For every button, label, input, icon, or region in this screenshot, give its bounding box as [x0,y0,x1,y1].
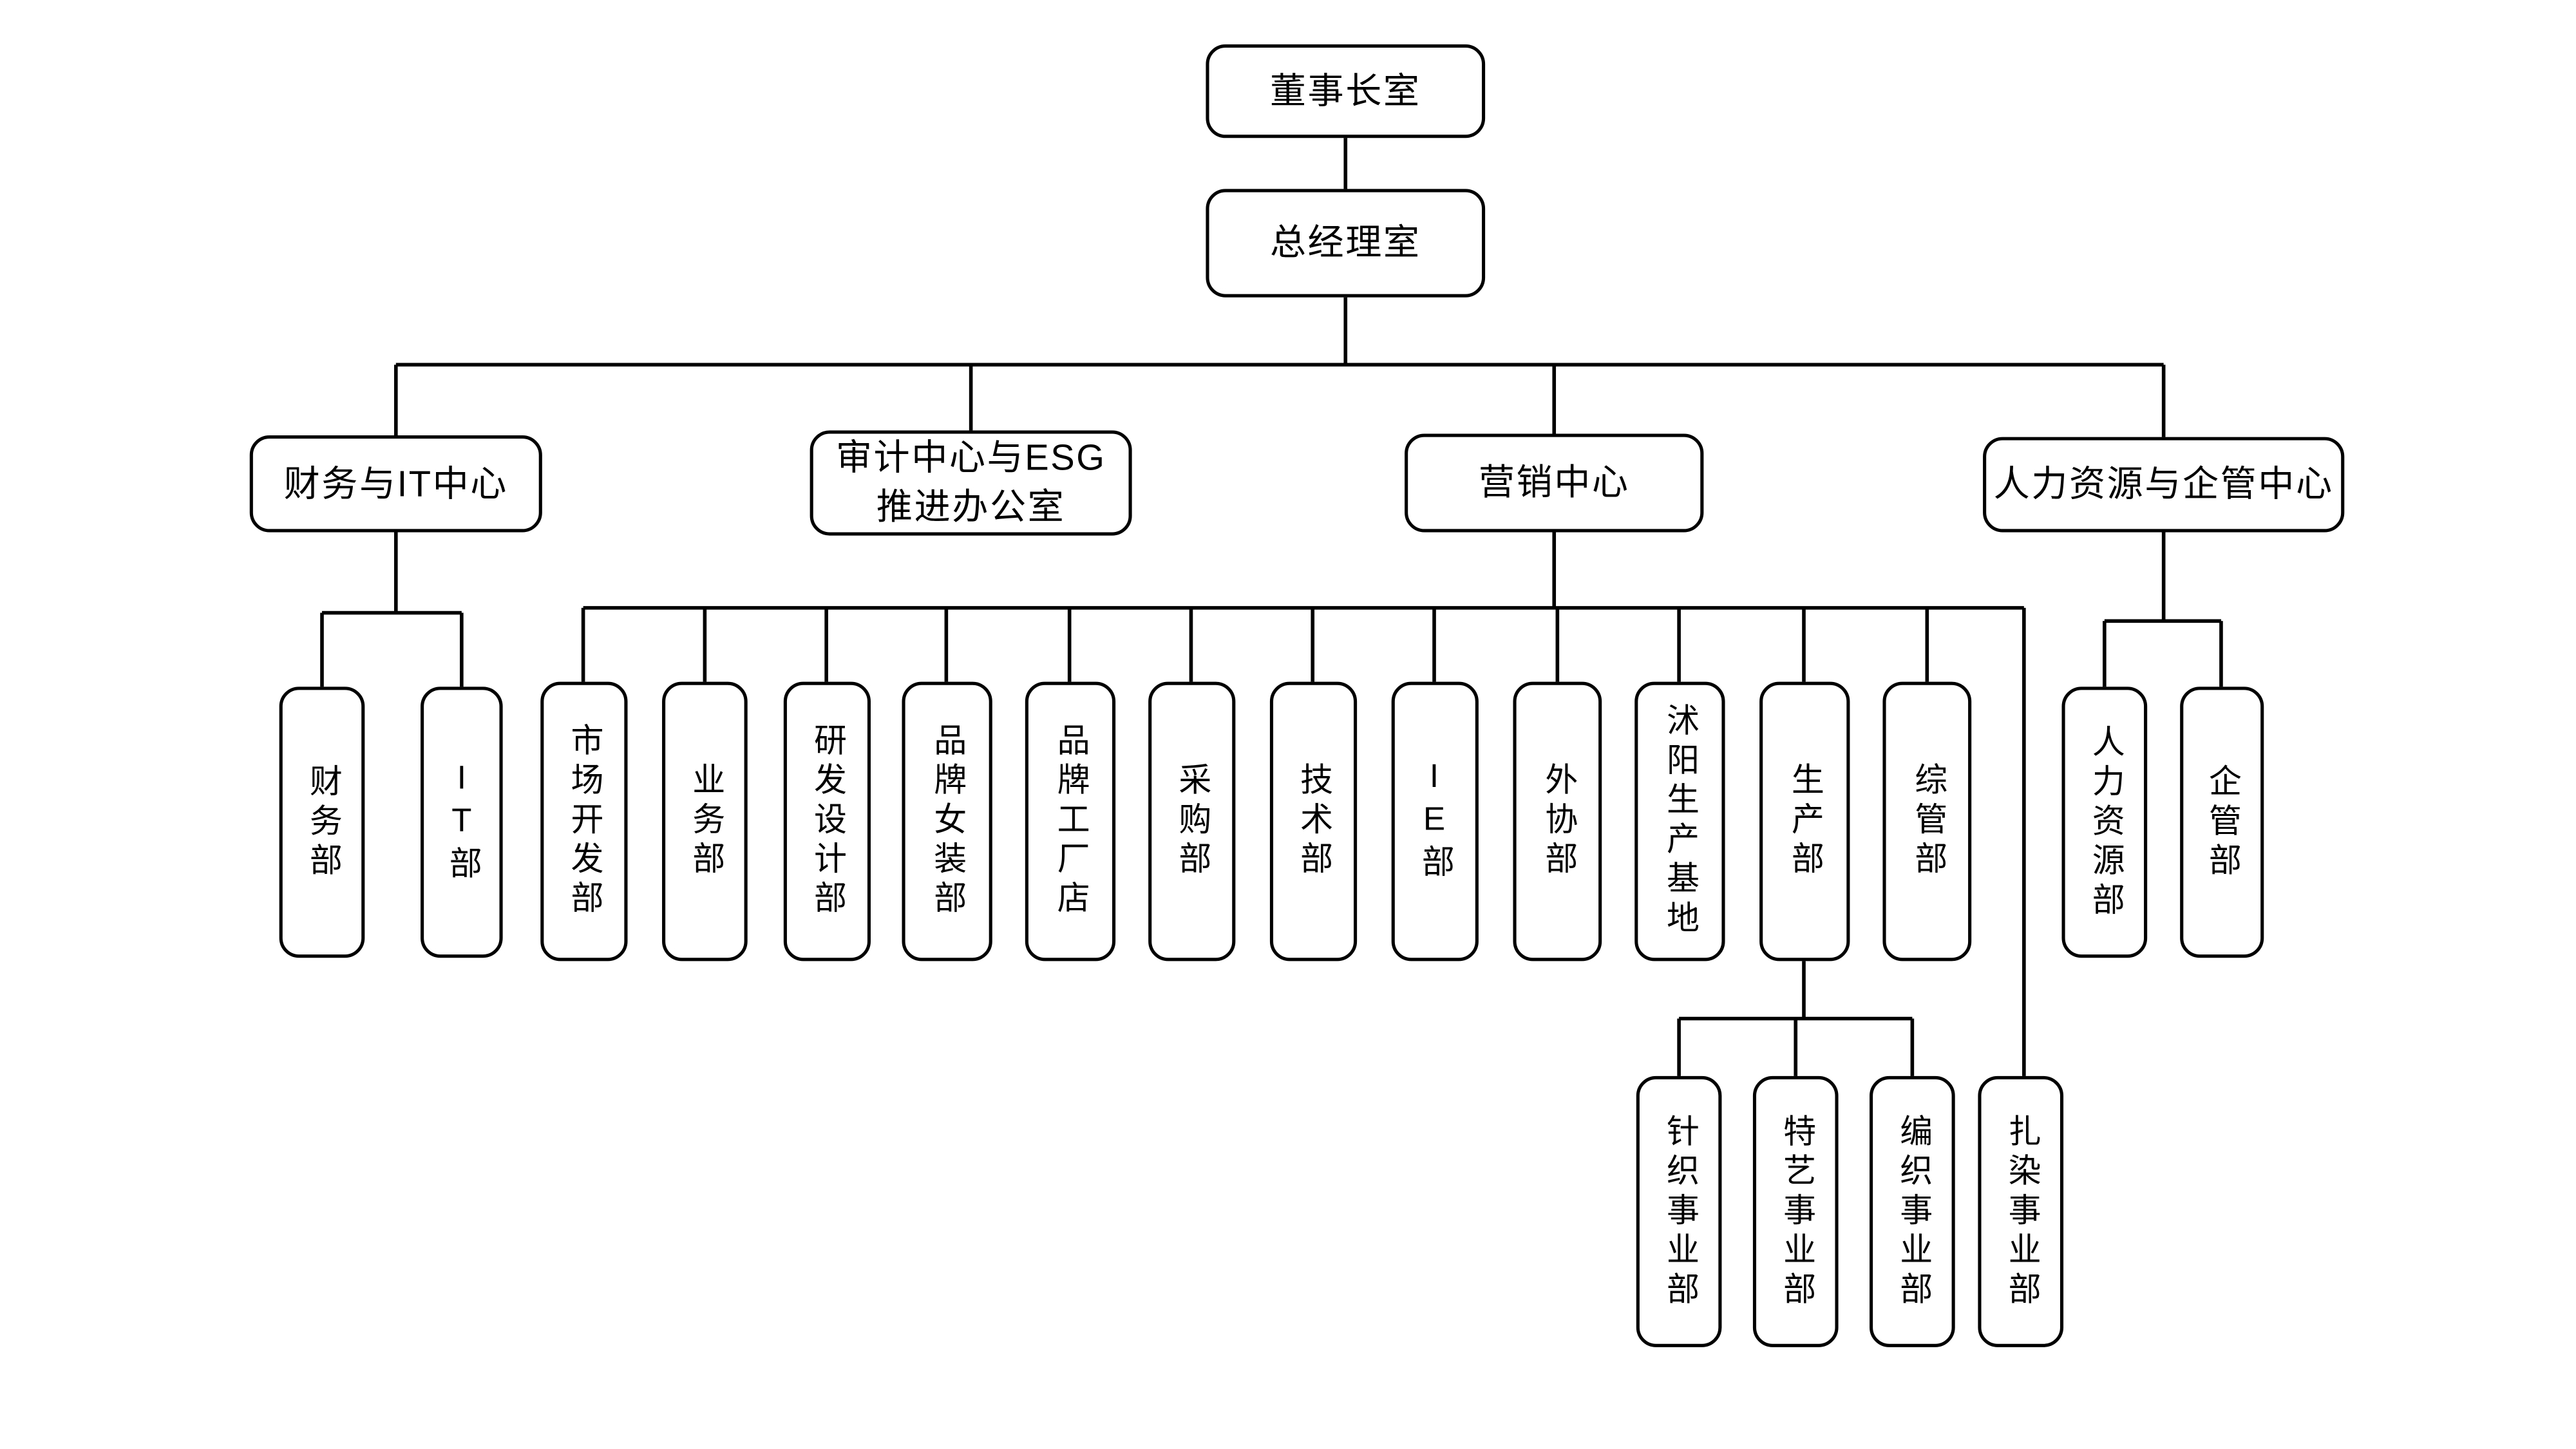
procurement-dept-label: 采购部 [1173,762,1209,881]
node-it-dept: IT部 [421,687,503,958]
production-dept-label: 生产部 [1785,762,1823,881]
marketing-center-label: 营销中心 [1478,462,1630,504]
node-finance-dept: 财务部 [279,687,365,958]
brand-womenswear-dept-label: 品牌女装部 [928,723,965,920]
node-production-dept: 生产部 [1758,681,1850,961]
enterprise-mgmt-dept-label: 企管部 [2202,762,2240,882]
shuyang-production-base-label: 沭阳生产基地 [1661,703,1698,940]
node-shuyang-production-base: 沭阳生产基地 [1633,681,1725,961]
rd-design-dept-label: 研发设计部 [808,723,845,920]
chairman-office-label: 董事长室 [1269,70,1421,111]
hr-admin-center-label: 人力资源与企管中心 [1993,463,2334,505]
node-chairman-office: 董事长室 [1206,44,1486,138]
audit-esg-office-label: 审计中心与ESG 推进办公室 [835,437,1106,527]
node-tie-dye-division: 扎染事业部 [1978,1075,2064,1347]
special-craft-division-label: 特艺事业部 [1777,1113,1814,1311]
weaving-division-label: 编织事业部 [1894,1113,1931,1311]
node-outsourcing-dept: 外协部 [1513,681,1602,961]
outsourcing-dept-label: 外协部 [1539,762,1576,881]
node-special-craft-division: 特艺事业部 [1752,1075,1839,1347]
node-knitting-division: 针织事业部 [1636,1075,1722,1347]
node-rd-design-dept: 研发设计部 [782,681,870,961]
node-ie-dept: IE部 [1390,681,1478,961]
brand-factory-store-label: 品牌工厂店 [1051,723,1088,920]
node-finance-it-center: 财务与IT中心 [249,435,542,533]
finance-dept-label: 财务部 [303,762,341,882]
node-business-dept: 业务部 [662,681,748,961]
node-enterprise-mgmt-dept: 企管部 [2179,687,2264,958]
node-procurement-dept: 采购部 [1147,681,1235,961]
tie-dye-division-label: 扎染事业部 [2002,1113,2039,1311]
ie-dept-label: IE部 [1416,759,1453,884]
node-hr-admin-center: 人力资源与企管中心 [1983,437,2345,533]
node-general-admin-dept: 综管部 [1882,681,1972,961]
business-dept-label: 业务部 [687,762,723,881]
node-technology-dept: 技术部 [1269,681,1356,961]
finance-it-center-label: 财务与IT中心 [283,462,508,504]
it-dept-label: IT部 [443,759,480,885]
node-weaving-division: 编织事业部 [1870,1075,1955,1347]
node-brand-womenswear-dept: 品牌女装部 [901,681,992,961]
knitting-division-label: 针织事业部 [1661,1113,1698,1311]
node-marketing-center: 营销中心 [1405,433,1704,533]
node-hr-dept: 人力资源部 [2061,687,2148,958]
node-market-dev-dept: 市场开发部 [540,681,627,961]
gm-office-label: 总经理室 [1269,222,1421,263]
node-gm-office: 总经理室 [1206,189,1486,298]
hr-dept-label: 人力资源部 [2086,723,2123,921]
node-audit-esg-office: 审计中心与ESG 推进办公室 [810,430,1132,536]
market-dev-dept-label: 市场开发部 [565,723,601,920]
technology-dept-label: 技术部 [1294,762,1331,881]
general-admin-dept-label: 综管部 [1909,762,1946,881]
node-brand-factory-store: 品牌工厂店 [1024,681,1115,961]
